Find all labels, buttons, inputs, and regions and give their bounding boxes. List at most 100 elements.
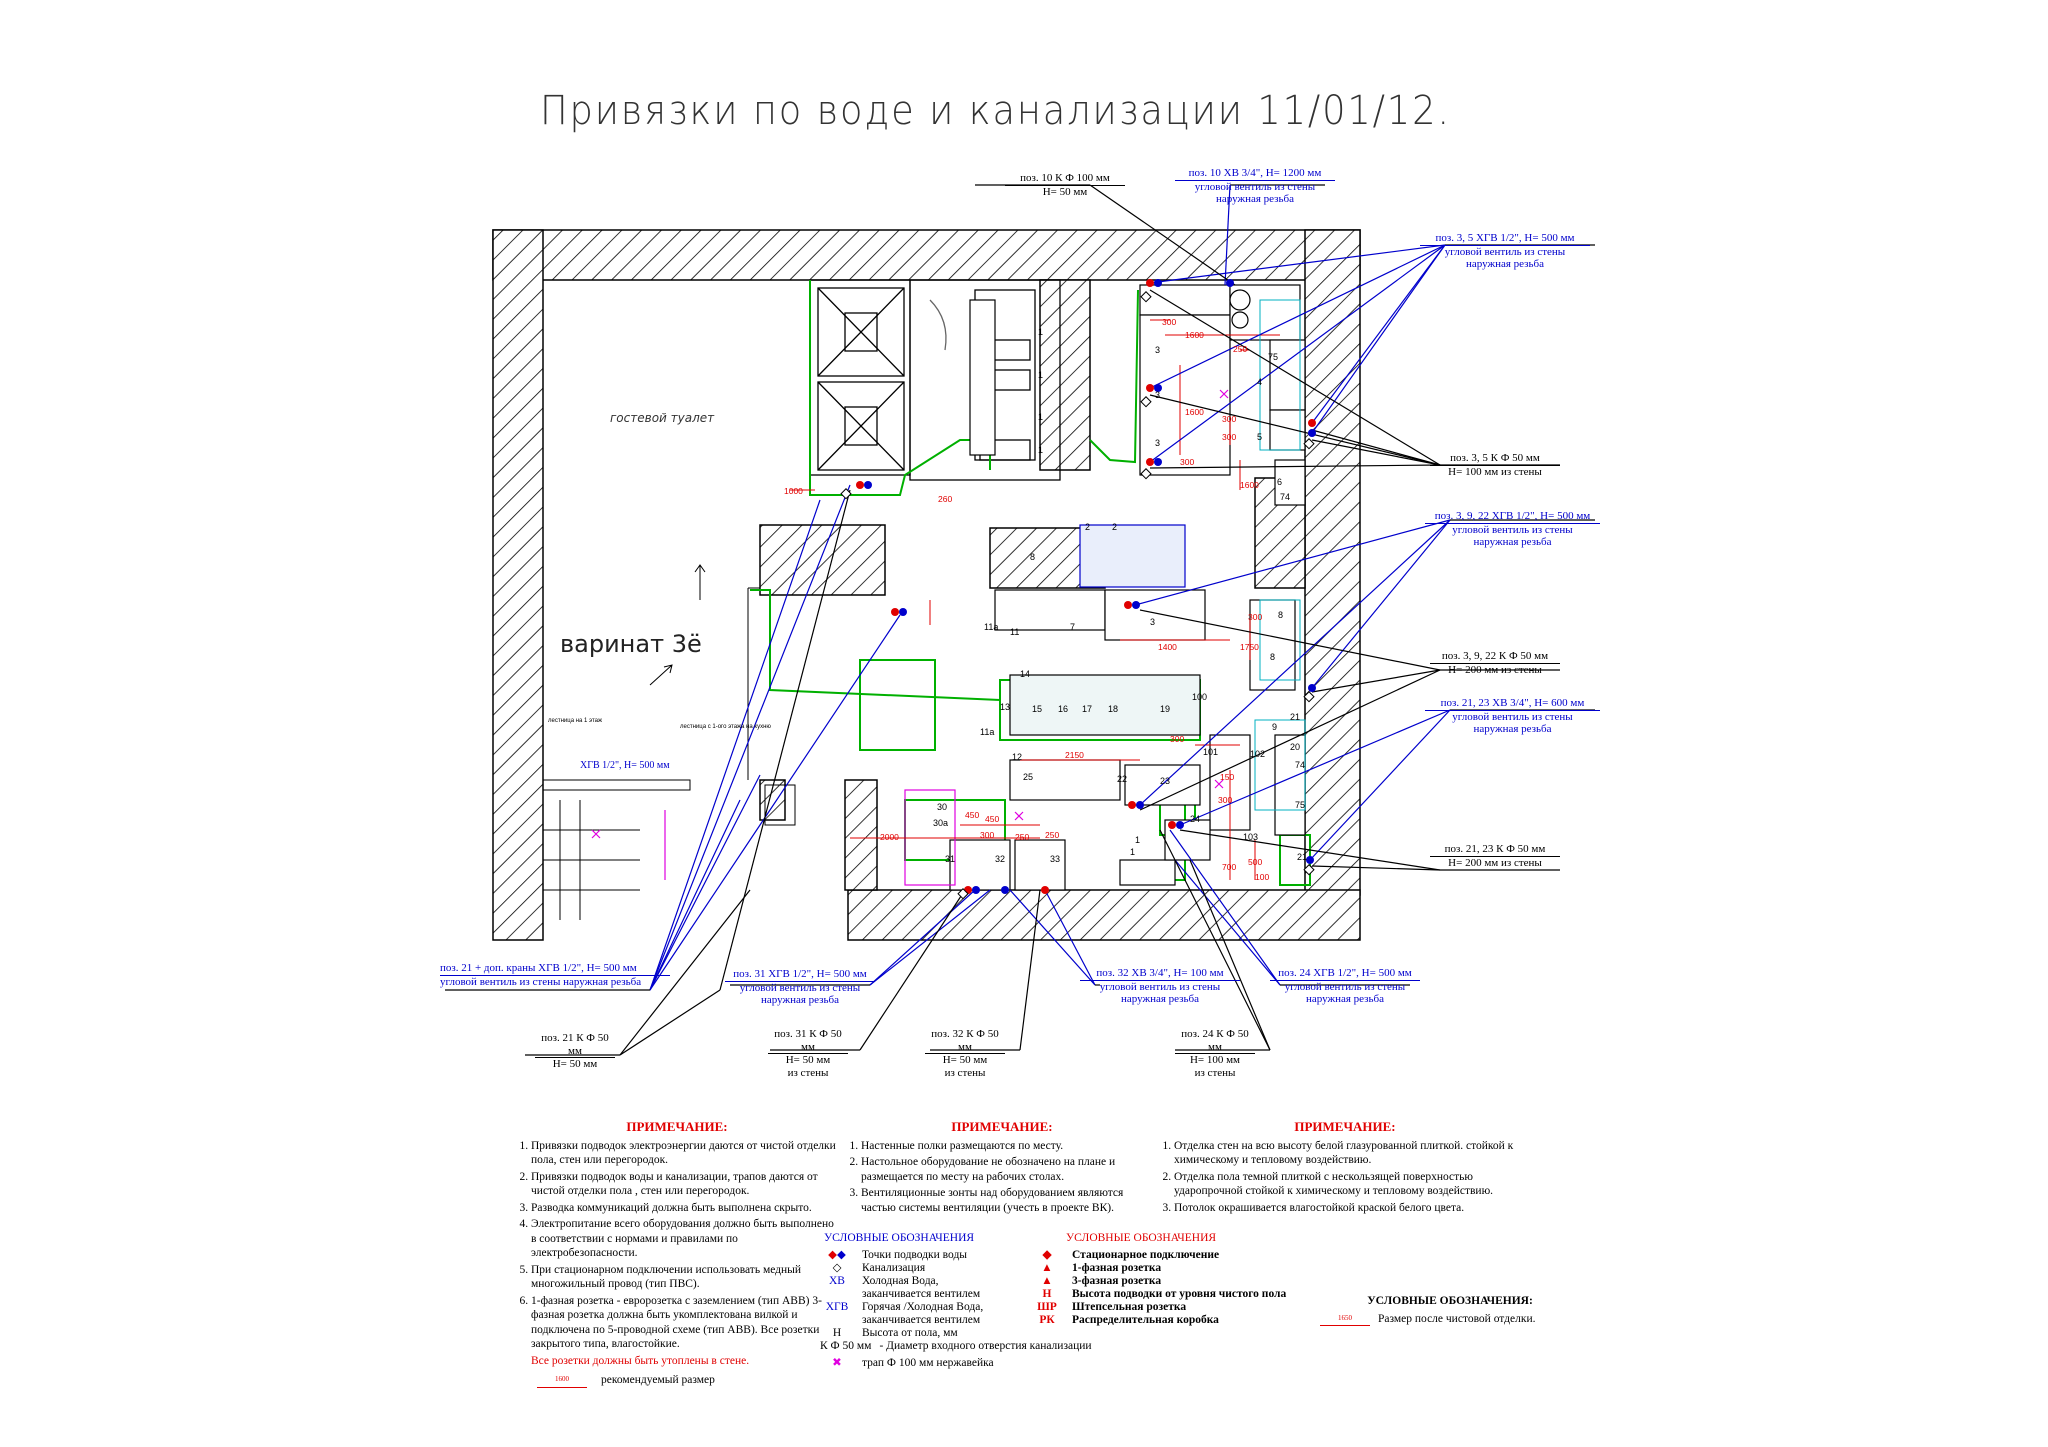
water-point-icon: ◆◆	[828, 1249, 846, 1261]
equipment-number: 12	[1012, 752, 1022, 762]
legend-text: Распределительная коробка	[1072, 1314, 1219, 1326]
note-item: Настенные полки размещаются по месту.	[861, 1139, 1157, 1154]
legend-key: ХГВ	[825, 1301, 849, 1313]
equipment-number: 8	[1030, 552, 1035, 562]
callout-line: наружная резьба	[1465, 258, 1544, 270]
equipment-number: 100	[1192, 692, 1207, 702]
legend-text: 3-фазная розетка	[1072, 1275, 1162, 1287]
dimension-number: 300	[1248, 612, 1262, 622]
dimension-number: 1000	[784, 486, 803, 496]
equipment-number: 3	[1155, 438, 1160, 448]
note-red-line: Все розетки должны быть утоплены в стене…	[531, 1354, 750, 1367]
equipment-number: 1	[1130, 847, 1135, 857]
legend-dim-value: 1650	[1320, 1312, 1370, 1326]
callout-line: Н= 50 мм	[552, 1058, 598, 1070]
stair-note-1: лестница на 1 этаж	[548, 718, 602, 724]
note-heading: ПРИМЕЧАНИЕ:	[626, 1119, 728, 1134]
legend-text: 1-фазная розетка	[1072, 1262, 1162, 1274]
callout-line: поз. 10 ХВ 3/4", Н= 1200 мм	[1175, 167, 1335, 181]
callout-line: поз. 3, 9, 22 ХГВ 1/2", Н= 500 мм	[1425, 510, 1600, 524]
dimension-number: 300	[1222, 432, 1236, 442]
dimension-number: 1600	[1185, 407, 1204, 417]
note-heading: ПРИМЕЧАНИЕ:	[1294, 1119, 1396, 1134]
callout-line: угловой вентиль из стены	[739, 981, 861, 994]
callout-line: наружная резьба	[1305, 993, 1384, 1005]
dimension-number: 300	[1218, 795, 1232, 805]
equipment-number: 6	[1277, 477, 1282, 487]
three-phase-socket-icon: ▲	[1041, 1275, 1053, 1287]
equipment-number: 30а	[933, 818, 948, 828]
legend-key: ХВ	[829, 1275, 845, 1287]
callout-line: из стены	[944, 1066, 986, 1079]
callout-line: наружная резьба	[1120, 993, 1199, 1005]
note-item: Привязки подводок воды и канализации, тр…	[531, 1170, 837, 1199]
callout-line: угловой вентиль из стены	[1284, 980, 1406, 993]
equipment-number: 74	[1280, 492, 1290, 502]
dimension-number: 300	[1170, 734, 1184, 744]
equipment-number: 1	[1038, 445, 1043, 455]
callout-line: поз. 21 + доп. краны ХГВ 1/2", Н= 500 мм	[440, 962, 670, 976]
note-item: Потолок окрашивается влагостойкой краско…	[1174, 1201, 1530, 1216]
legend-text: - Диаметр входного отверстия канализации	[879, 1340, 1092, 1352]
legend-electric: УСЛОВНЫЕ ОБОЗНАЧЕНИЯ ◆Стационарное подкл…	[1030, 1232, 1330, 1327]
legend-dimension: УСЛОВНЫЕ ОБОЗНАЧЕНИЯ: 1650 Размер после …	[1320, 1295, 1580, 1326]
callout-line: Н= 50 мм	[1042, 185, 1088, 198]
legend-heading: УСЛОВНЫЕ ОБОЗНАЧЕНИЯ:	[1367, 1295, 1533, 1307]
equipment-number: 25	[1023, 772, 1033, 782]
callout-line: поз. 3, 5 ХГВ 1/2", Н= 500 мм	[1420, 232, 1590, 246]
equipment-number: 11а	[984, 622, 998, 632]
equipment-number: 13	[1000, 702, 1010, 712]
equipment-number: 16	[1058, 704, 1068, 714]
equipment-number: 14	[1020, 669, 1030, 679]
dimension-number: 1750	[1240, 642, 1259, 652]
legend-text: трап Ф 100 мм нержавейка	[862, 1357, 994, 1369]
legend-water: УСЛОВНЫЕ ОБОЗНАЧЕНИЯ ◆◆Точки подводки во…	[820, 1232, 1180, 1370]
callout-line: Н= 50 мм	[942, 1054, 988, 1066]
legend-key: Н	[832, 1327, 842, 1339]
callout-line: поз. 21, 23 ХВ 3/4", Н= 600 мм	[1425, 697, 1600, 711]
callout-line: угловой вентиль из стены	[1194, 180, 1316, 193]
legend-text: Канализация	[862, 1262, 926, 1274]
callout-line: наружная резьба	[760, 994, 839, 1006]
note-item: При стационарном подключении использоват…	[531, 1263, 837, 1292]
page-title: Привязки по воде и канализации 11/01/12.	[540, 88, 1451, 134]
dimension-number: 1400	[1158, 642, 1177, 652]
equipment-number: 18	[1108, 704, 1118, 714]
equipment-number: 2	[1085, 522, 1090, 532]
note-heading: ПРИМЕЧАНИЕ:	[951, 1119, 1053, 1134]
equipment-number: 103	[1243, 832, 1258, 842]
legend-text: Горячая /Холодная Вода, заканчивается ве…	[862, 1301, 984, 1326]
callout-line: угловой вентиль из стены	[1444, 245, 1566, 258]
equipment-number: 1	[1038, 370, 1043, 380]
equipment-number: 11а	[980, 727, 994, 737]
equipment-number: 4	[1257, 377, 1262, 387]
dimension-number: 300	[1162, 317, 1176, 327]
equipment-number: 21	[1297, 852, 1307, 862]
rec-text: рекомендуемый размер	[601, 1373, 715, 1386]
callout-line: поз. 24 К Ф 50 мм	[1175, 1028, 1255, 1054]
equipment-number: 30	[937, 802, 947, 812]
callout-line: поз. 32 ХВ 3/4", Н= 100 мм	[1080, 967, 1240, 981]
legend-text: Высота подводки от уровня чистого пола	[1072, 1288, 1287, 1300]
equipment-number: 8	[1270, 652, 1275, 662]
callout-line: угловой вентиль из стены	[1452, 710, 1573, 723]
hgv-wall-label: ХГВ 1/2", Н= 500 мм	[580, 760, 670, 771]
leader-lines-blue	[649, 184, 1451, 991]
equipment-number: 3	[1155, 390, 1160, 400]
equipment-number: 19	[1160, 704, 1170, 714]
equipment-number: 74	[1295, 760, 1305, 770]
callout-line: поз. 10 К Ф 100 мм	[1005, 172, 1125, 186]
legend-text: Высота от пола, мм	[862, 1327, 958, 1339]
stairs	[543, 587, 796, 920]
callout-line: наружная резьба	[1215, 193, 1294, 205]
legend-text: Штепсельная розетка	[1072, 1301, 1187, 1313]
note-block-3: ПРИМЕЧАНИЕ: Отделка стен на всю высоту б…	[1160, 1119, 1530, 1217]
legend-key: Н	[1042, 1288, 1052, 1300]
